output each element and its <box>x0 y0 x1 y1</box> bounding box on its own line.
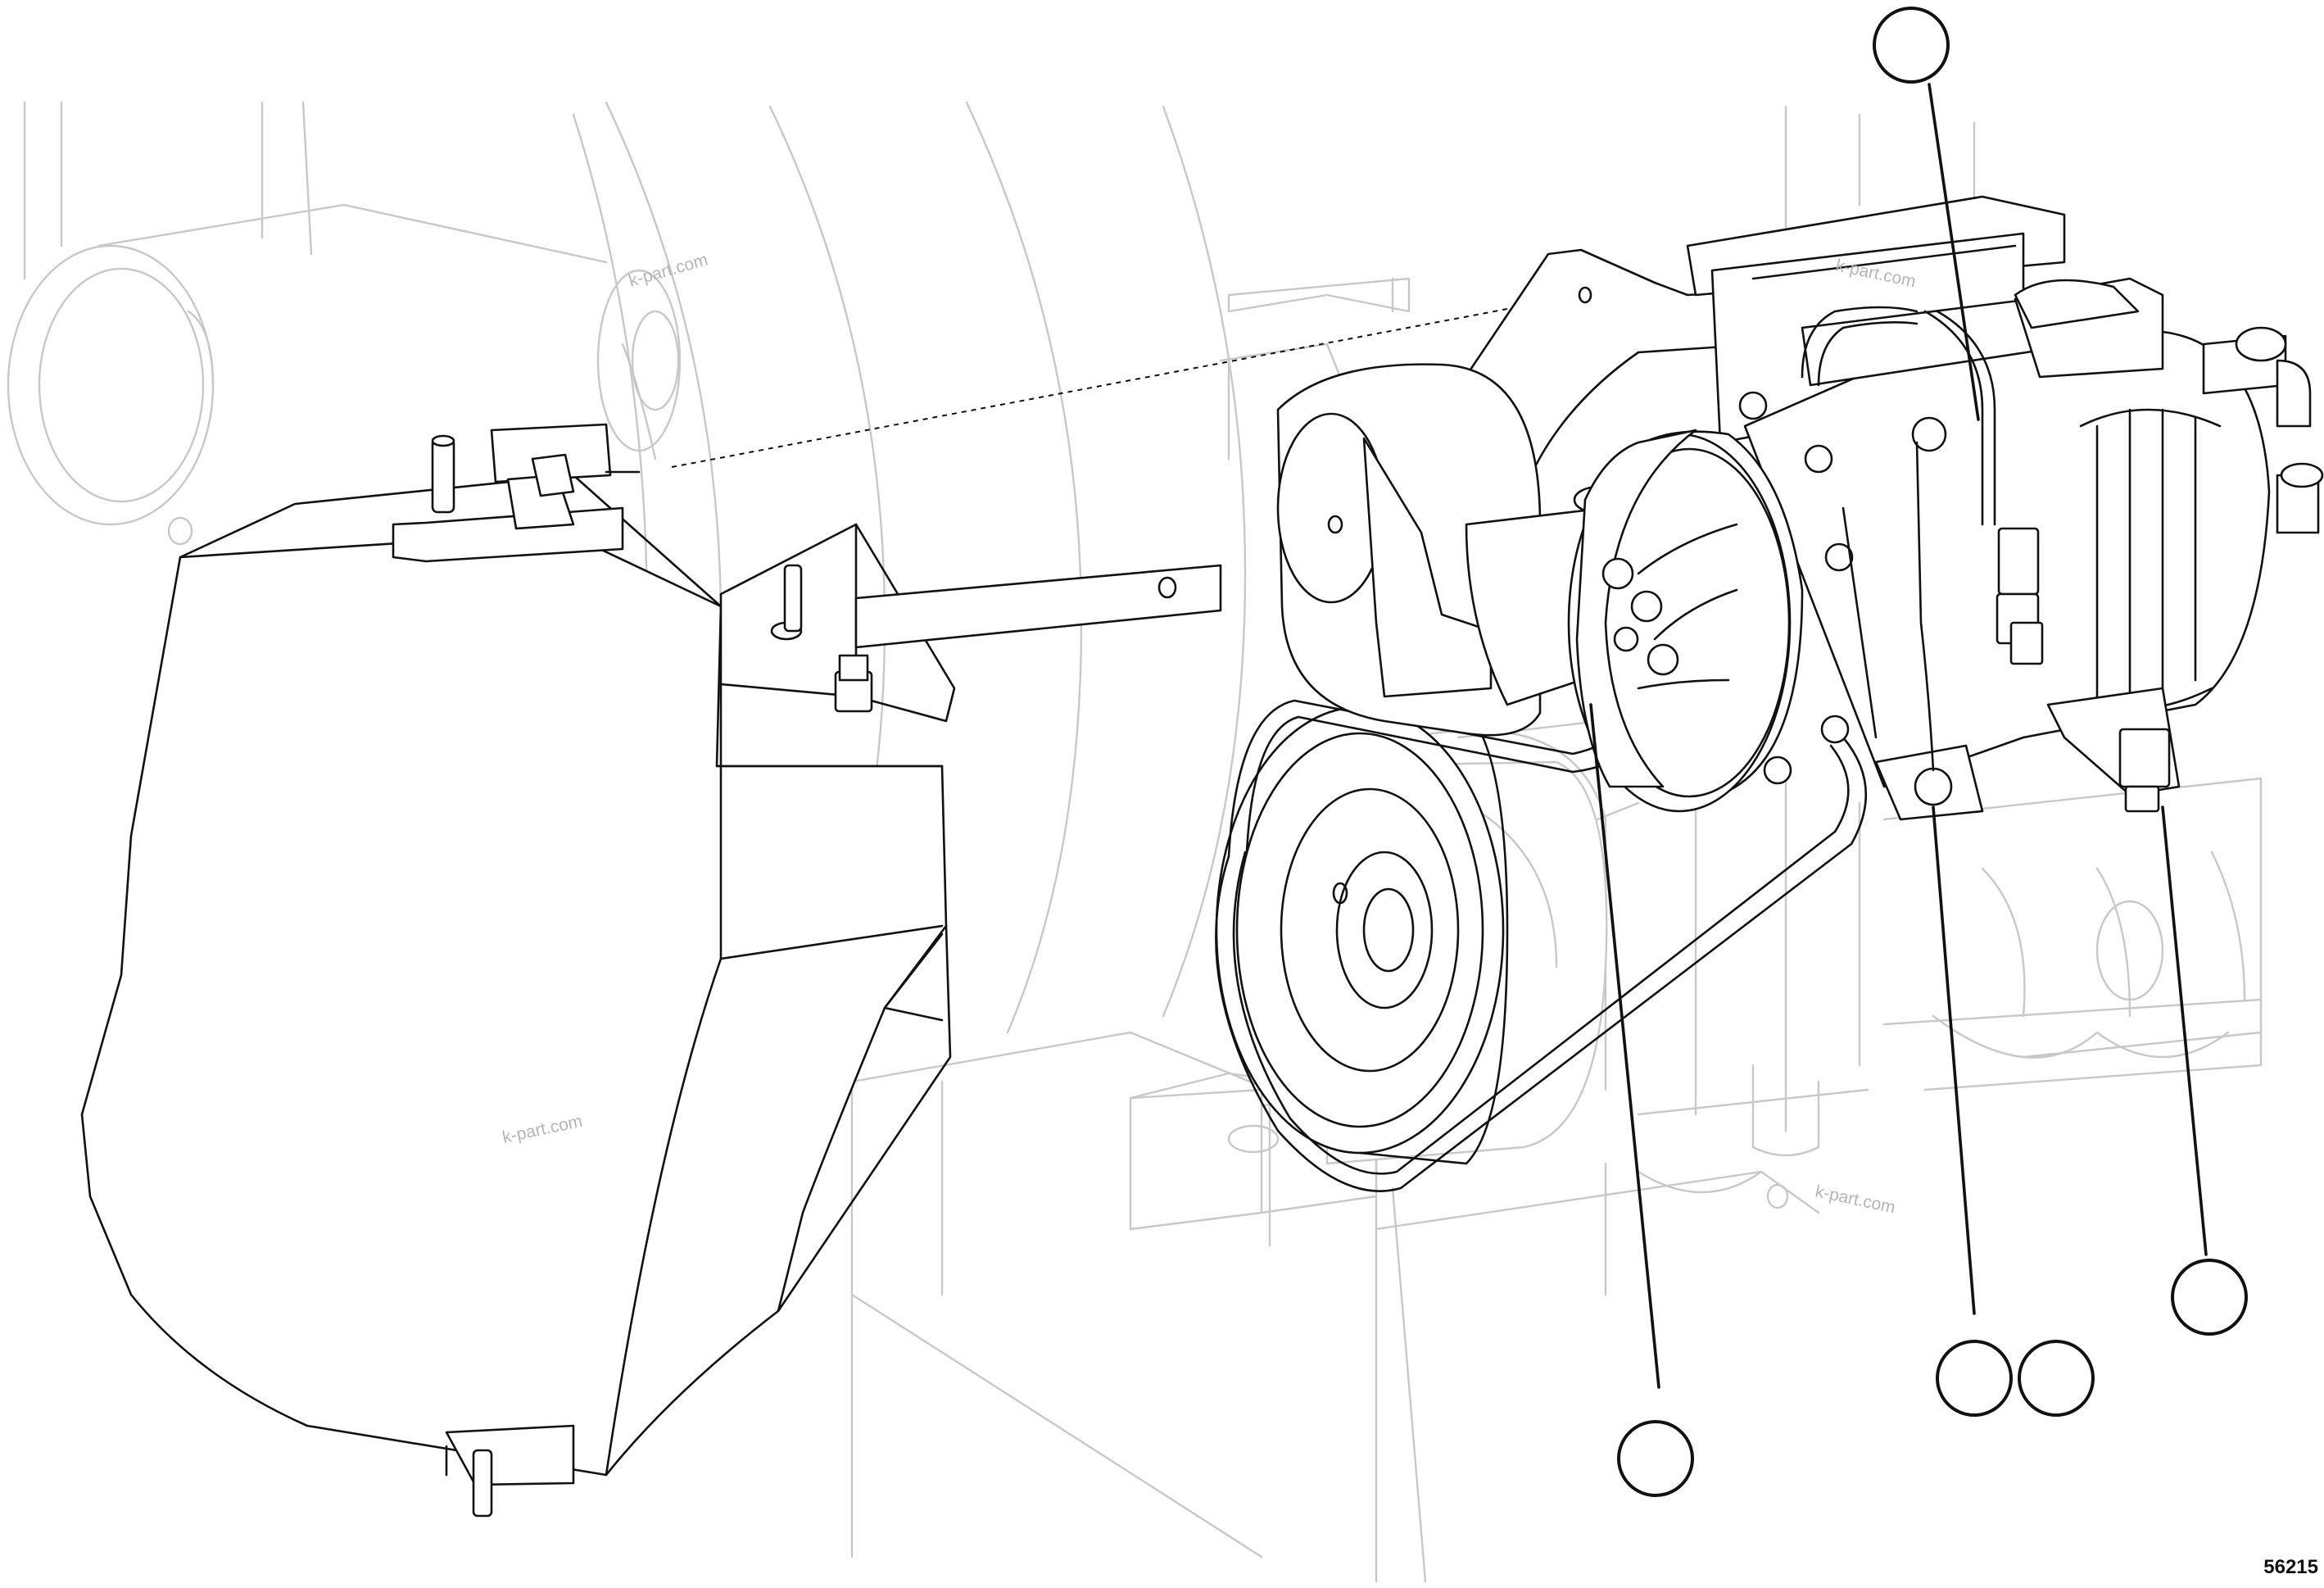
watermark-text: k-part.com <box>627 250 710 290</box>
belt-guard <box>80 423 1222 1518</box>
leader-line <box>2161 805 2208 1256</box>
leader-line <box>1928 83 1980 421</box>
callout-lower-bolt-2 <box>2018 1340 2095 1417</box>
callout-top-compressor <box>1873 7 1950 84</box>
leader-line <box>1589 703 1660 1389</box>
belt-tensioner <box>1276 363 1625 737</box>
ac-compressor <box>1567 277 2324 821</box>
crankshaft-pulley <box>1215 701 1509 1165</box>
callout-drive-belt <box>1617 1420 1694 1497</box>
engine-block <box>7 101 2263 1583</box>
leader-line <box>1932 805 1976 1315</box>
callout-lower-bolt <box>1936 1340 2013 1417</box>
watermark-text: k-part.com <box>1814 1182 1897 1217</box>
alignment-guide-line <box>671 294 1582 468</box>
callout-bracket-bolt <box>2171 1259 2248 1336</box>
figure-reference-number: 56215 <box>2263 1556 2318 1578</box>
